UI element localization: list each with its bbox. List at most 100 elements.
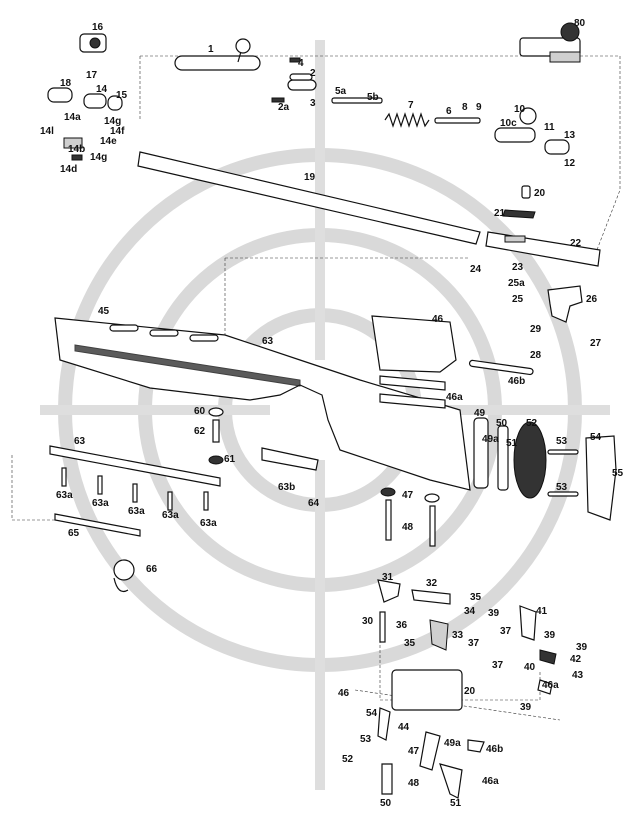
part-number-label: 50: [380, 798, 392, 809]
part-number-label: 49: [474, 408, 486, 419]
part-number-label: 19: [304, 172, 316, 183]
part-number-label: 9: [476, 102, 482, 113]
part-number-label: 49a: [444, 738, 461, 749]
part-stock: [54, 317, 471, 491]
part-number-label: 23: [512, 262, 524, 273]
part-number-label: 47: [408, 746, 420, 757]
part-cheek-rod: [468, 359, 534, 376]
part-sight-group: [47, 87, 123, 161]
part-number-label: 37: [468, 638, 480, 649]
part-number-label: 41: [536, 606, 548, 617]
part-number-label: 14d: [60, 164, 77, 175]
part-rail-screws: [61, 467, 209, 511]
part-number-label: 63a: [200, 518, 217, 529]
part-plates: [379, 375, 446, 409]
part-number-label: 28: [530, 350, 542, 361]
part-number-label: 18: [60, 78, 72, 89]
part-number-label: 34: [464, 606, 476, 617]
part-number-label: 53: [556, 436, 568, 447]
part-number-label: 48: [408, 778, 420, 789]
part-number-label: 14g: [90, 152, 107, 163]
part-number-label: 64: [308, 498, 320, 509]
part-rear-sight: [79, 33, 107, 53]
part-number-label: 46a: [542, 680, 559, 691]
part-number-label: 5b: [367, 92, 379, 103]
part-number-label: 52: [342, 754, 354, 765]
part-receiver-pins: [502, 185, 536, 219]
part-number-label: 30: [362, 616, 374, 627]
part-number-label: 21: [494, 208, 506, 219]
part-number-label: 49a: [482, 434, 499, 445]
part-butt-spacer: [473, 417, 489, 489]
part-cocking-piece: [494, 107, 537, 143]
part-number-label: 14l: [40, 126, 54, 137]
part-number-label: 63a: [128, 506, 145, 517]
part-number-label: 27: [590, 338, 602, 349]
part-number-label: 32: [426, 578, 438, 589]
part-number-label: 62: [194, 426, 206, 437]
part-rod: [434, 117, 481, 124]
part-number-label: 8: [462, 102, 468, 113]
part-number-label: 25a: [508, 278, 525, 289]
part-number-label: 63: [262, 336, 274, 347]
part-number-label: 52: [526, 418, 538, 429]
part-stock-bolt: [208, 407, 224, 465]
part-trigger-adjuster: [547, 285, 583, 323]
part-number-label: 39: [488, 608, 500, 619]
part-number-label: 37: [492, 660, 504, 671]
part-number-label: 63a: [92, 498, 109, 509]
part-number-label: 20: [534, 188, 546, 199]
part-bolt: [174, 38, 261, 71]
part-number-label: 33: [452, 630, 464, 641]
part-number-label: 40: [524, 662, 536, 673]
part-hand-stop-strip: [54, 513, 141, 537]
part-number-label: 7: [408, 100, 414, 111]
part-spring: [384, 112, 430, 128]
part-number-label: 48: [402, 522, 414, 533]
part-number-label: 22: [570, 238, 582, 249]
part-number-label: 66: [146, 564, 158, 575]
part-number-label: 60: [194, 406, 206, 417]
part-number-label: 54: [590, 432, 602, 443]
part-number-label: 26: [586, 294, 598, 305]
part-number-label: 6: [446, 106, 452, 117]
part-number-label: 55: [612, 468, 624, 479]
part-scope-mount: [519, 22, 581, 63]
part-number-label: 14g: [104, 116, 121, 127]
part-number-label: 47: [402, 490, 414, 501]
part-accessory-rail: [49, 445, 221, 487]
part-labels: 16 80 1 4 2 2a 3 5a 5b 7 6 8 9 10 10c 11…: [40, 18, 624, 809]
part-number-label: 36: [396, 620, 408, 631]
part-number-label: 42: [570, 654, 582, 665]
part-small-pins: [271, 57, 317, 103]
part-trigger-guard: [261, 447, 319, 471]
part-number-label: 4: [298, 58, 304, 69]
part-number-label: 14e: [100, 136, 117, 147]
part-number-label: 17: [86, 70, 98, 81]
part-number-label: 35: [404, 638, 416, 649]
part-end-cap: [544, 139, 570, 155]
crosshair-watermark: [40, 40, 610, 790]
part-butt-plate: [585, 435, 617, 521]
part-number-label: 51: [450, 798, 462, 809]
part-number-label: 63b: [278, 482, 295, 493]
part-number-label: 43: [572, 670, 584, 681]
part-number-label: 46b: [486, 744, 503, 755]
part-cheek-bolts: [380, 487, 440, 547]
part-number-label: 44: [398, 722, 410, 733]
part-number-label: 14: [96, 84, 108, 95]
part-number-label: 15: [116, 90, 128, 101]
part-number-label: 10c: [500, 118, 517, 129]
part-number-label: 31: [382, 572, 394, 583]
part-number-label: 63a: [162, 510, 179, 521]
part-number-label: 12: [564, 158, 576, 169]
part-number-label: 1: [208, 44, 214, 55]
part-number-label: 61: [224, 454, 236, 465]
part-number-label: 14f: [110, 126, 125, 137]
part-number-label: 13: [564, 130, 576, 141]
part-trigger-mechanism: [377, 579, 557, 799]
part-number-label: 46a: [482, 776, 499, 787]
part-number-label: 54: [366, 708, 378, 719]
part-number-label: 20: [464, 686, 476, 697]
part-number-label: 63a: [56, 490, 73, 501]
